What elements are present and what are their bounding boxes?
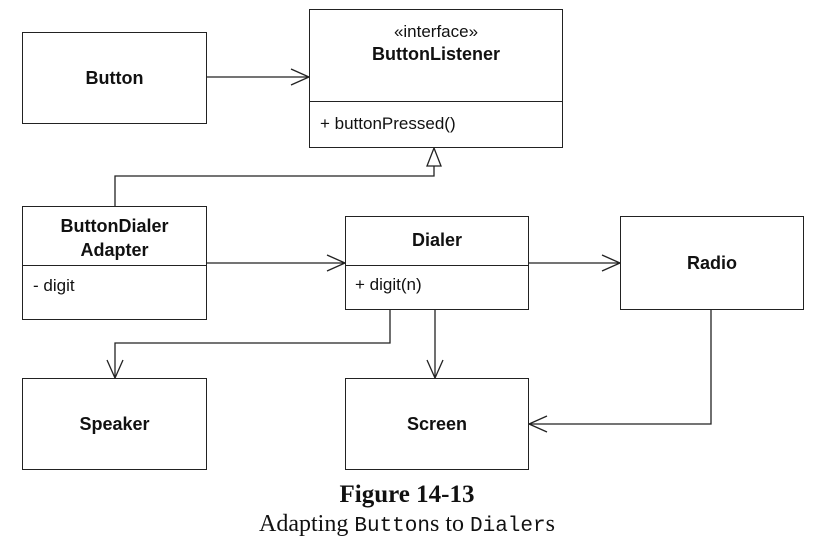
screen-class-name: Screen (406, 413, 468, 434)
radio-class-box: Radio (620, 216, 804, 310)
dialer-class-name: Dialer (411, 230, 463, 250)
speaker-class-box: Speaker (22, 378, 207, 470)
button-listener-class-box: «interface» ButtonListener + buttonPress… (309, 9, 563, 148)
subtitle-word-to: to (445, 511, 464, 537)
button-class-box: Button (22, 32, 207, 124)
digit-operation: + digit(n) (355, 275, 422, 294)
screen-class-box: Screen (345, 378, 529, 470)
button-pressed-operation: + buttonPressed() (320, 114, 456, 133)
radio-to-screen-line (529, 310, 712, 425)
button-listener-class-name: ButtonListener (372, 44, 500, 64)
realization-triangle (426, 146, 442, 167)
adapter-class-name-line2: Adapter (80, 240, 149, 260)
button-class-name: Button (85, 67, 144, 88)
subtitle-code-dialer: Dialer (470, 515, 546, 538)
subtitle-plural-s-1: s (429, 511, 440, 537)
digit-attribute: - digit (33, 276, 75, 295)
figure-title: Figure 14-13 (339, 481, 475, 508)
adapter-realizes-listener-line (114, 166, 435, 206)
subtitle-plural-s-2: s (545, 511, 555, 537)
speaker-class-name: Speaker (79, 413, 150, 434)
subtitle-word-adapting: Adapting (259, 511, 349, 537)
radio-class-name: Radio (686, 252, 737, 273)
figure-subtitle: Adapting Buttons to Dialers (0, 511, 814, 538)
button-dialer-adapter-class-box: ButtonDialer Adapter - digit (22, 206, 207, 320)
adapter-class-name-line1: ButtonDialer (60, 216, 169, 236)
dialer-class-box: Dialer + digit(n) (345, 216, 529, 310)
interface-stereotype: «interface» (393, 22, 479, 41)
subtitle-code-button: Button (354, 515, 430, 538)
radio-to-screen-arrowhead (527, 415, 548, 433)
dialer-to-speaker-line (114, 310, 391, 378)
